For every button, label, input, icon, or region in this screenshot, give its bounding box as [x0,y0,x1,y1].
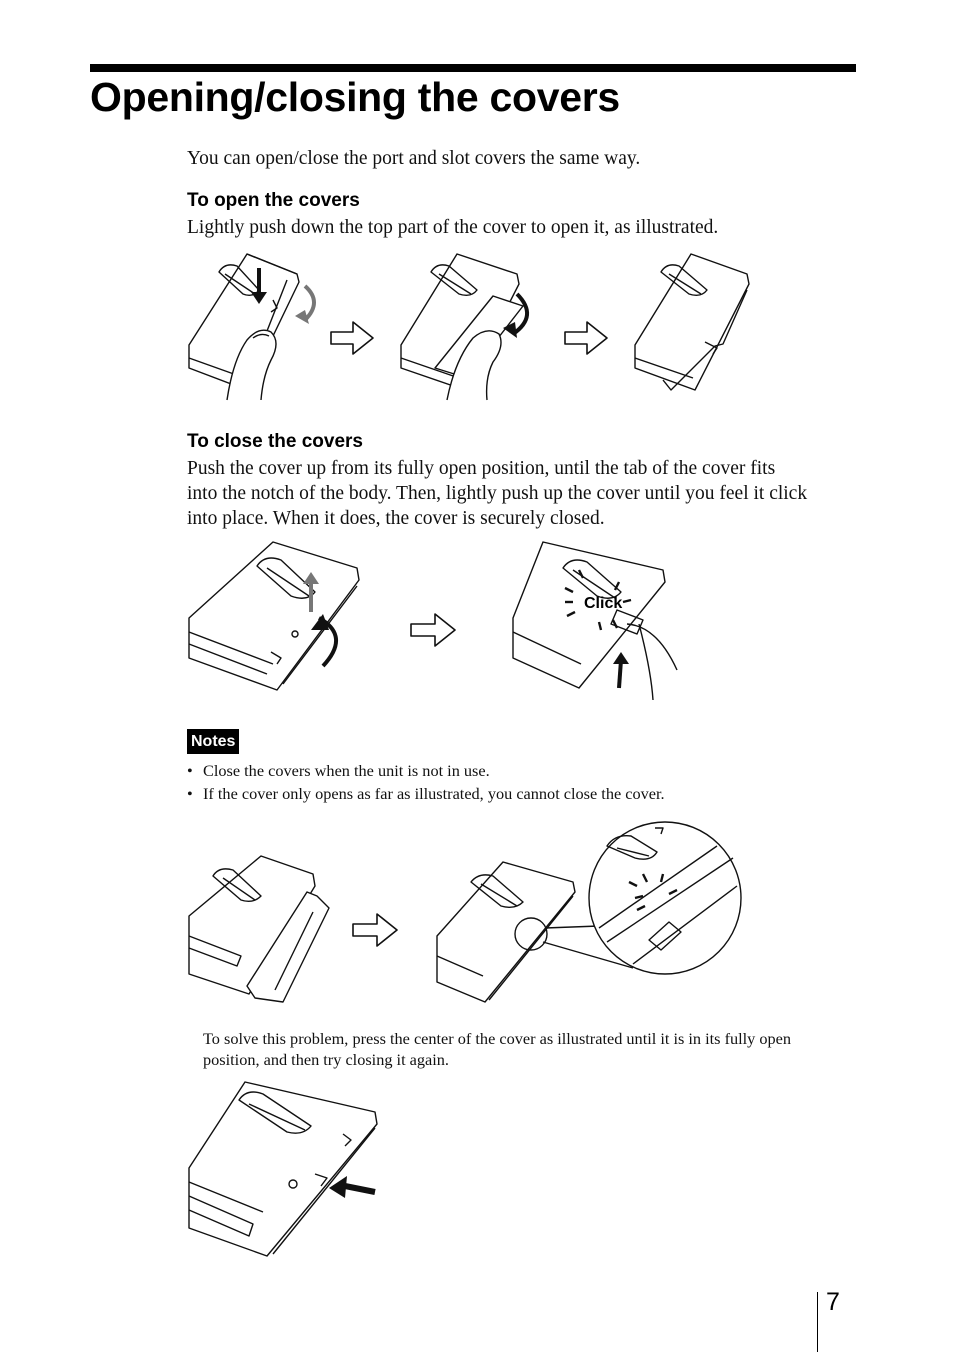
magnified-detail-circle [588,821,742,975]
partial-open-figure [187,816,747,1008]
close-heading: To close the covers [187,431,363,452]
open-body: Lightly push down the top part of the co… [187,217,719,238]
device-illustration-2 [400,253,524,401]
device-illustration-6 [188,855,330,1003]
note-item: Close the covers when the unit is not in… [187,759,665,782]
page-number: 7 [826,1288,840,1316]
close-sequence-figure: Click [187,540,687,700]
close-body-line-1: Push the cover up from its fully open po… [187,458,776,479]
device-illustration-4 [188,541,360,691]
device-illustration-1 [188,253,300,401]
page-number-rule [817,1292,818,1352]
intro-text: You can open/close the port and slot cov… [187,148,641,169]
solution-text: To solve this problem, press the center … [203,1028,863,1070]
solution-line-2: position, and then try closing it again. [203,1050,449,1069]
close-body-line-3: into place. When it does, the cover is s… [187,508,605,529]
open-heading: To open the covers [187,190,360,211]
device-illustration-5 [512,541,678,700]
close-body-line-2: into the notch of the body. Then, lightl… [187,483,808,504]
solution-line-1: To solve this problem, press the center … [203,1029,792,1048]
notes-list: Close the covers when the unit is not in… [187,759,665,805]
note-item: If the cover only opens as far as illust… [187,782,665,805]
device-illustration-7 [436,861,634,1003]
open-sequence-figure [187,250,757,402]
device-illustration-3 [634,253,750,391]
click-label: Click [584,595,622,612]
page-title: Opening/closing the covers [90,74,620,120]
notes-badge: Notes [187,729,240,754]
title-rule [90,64,856,72]
press-center-figure [187,1078,387,1262]
